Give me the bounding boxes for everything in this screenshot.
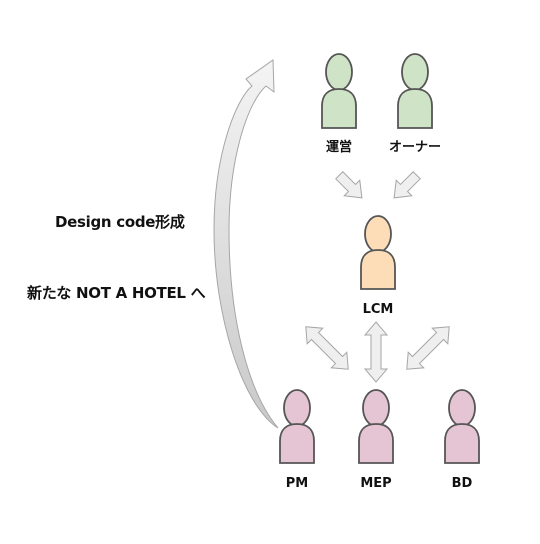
person-icon-lcm xyxy=(360,215,396,290)
role-label-mep: MEP xyxy=(360,476,392,491)
role-label-bd: BD xyxy=(451,476,473,491)
person-icon-bd xyxy=(444,389,480,464)
role-label-pm: PM xyxy=(285,476,309,491)
role-label-owner: オーナー xyxy=(388,140,441,155)
new-not-a-hotel-label: 新たな NOT A HOTEL へ xyxy=(27,284,206,302)
design-code-label: Design code形成 xyxy=(55,213,185,231)
down-arrow-icon xyxy=(393,171,421,199)
person-icon-mep xyxy=(358,389,394,464)
double-arrow-icon xyxy=(406,326,450,370)
person-icon-unei xyxy=(321,53,357,129)
role-label-lcm: LCM xyxy=(362,302,394,317)
person-icon-owner xyxy=(397,53,433,129)
down-arrow-icon xyxy=(335,171,363,199)
double-arrow-icon xyxy=(305,326,349,370)
role-label-unei: 運営 xyxy=(325,140,352,155)
person-icon-pm xyxy=(279,389,315,464)
double-arrow-icon xyxy=(363,321,389,383)
curved-arrow-icon xyxy=(213,59,279,429)
